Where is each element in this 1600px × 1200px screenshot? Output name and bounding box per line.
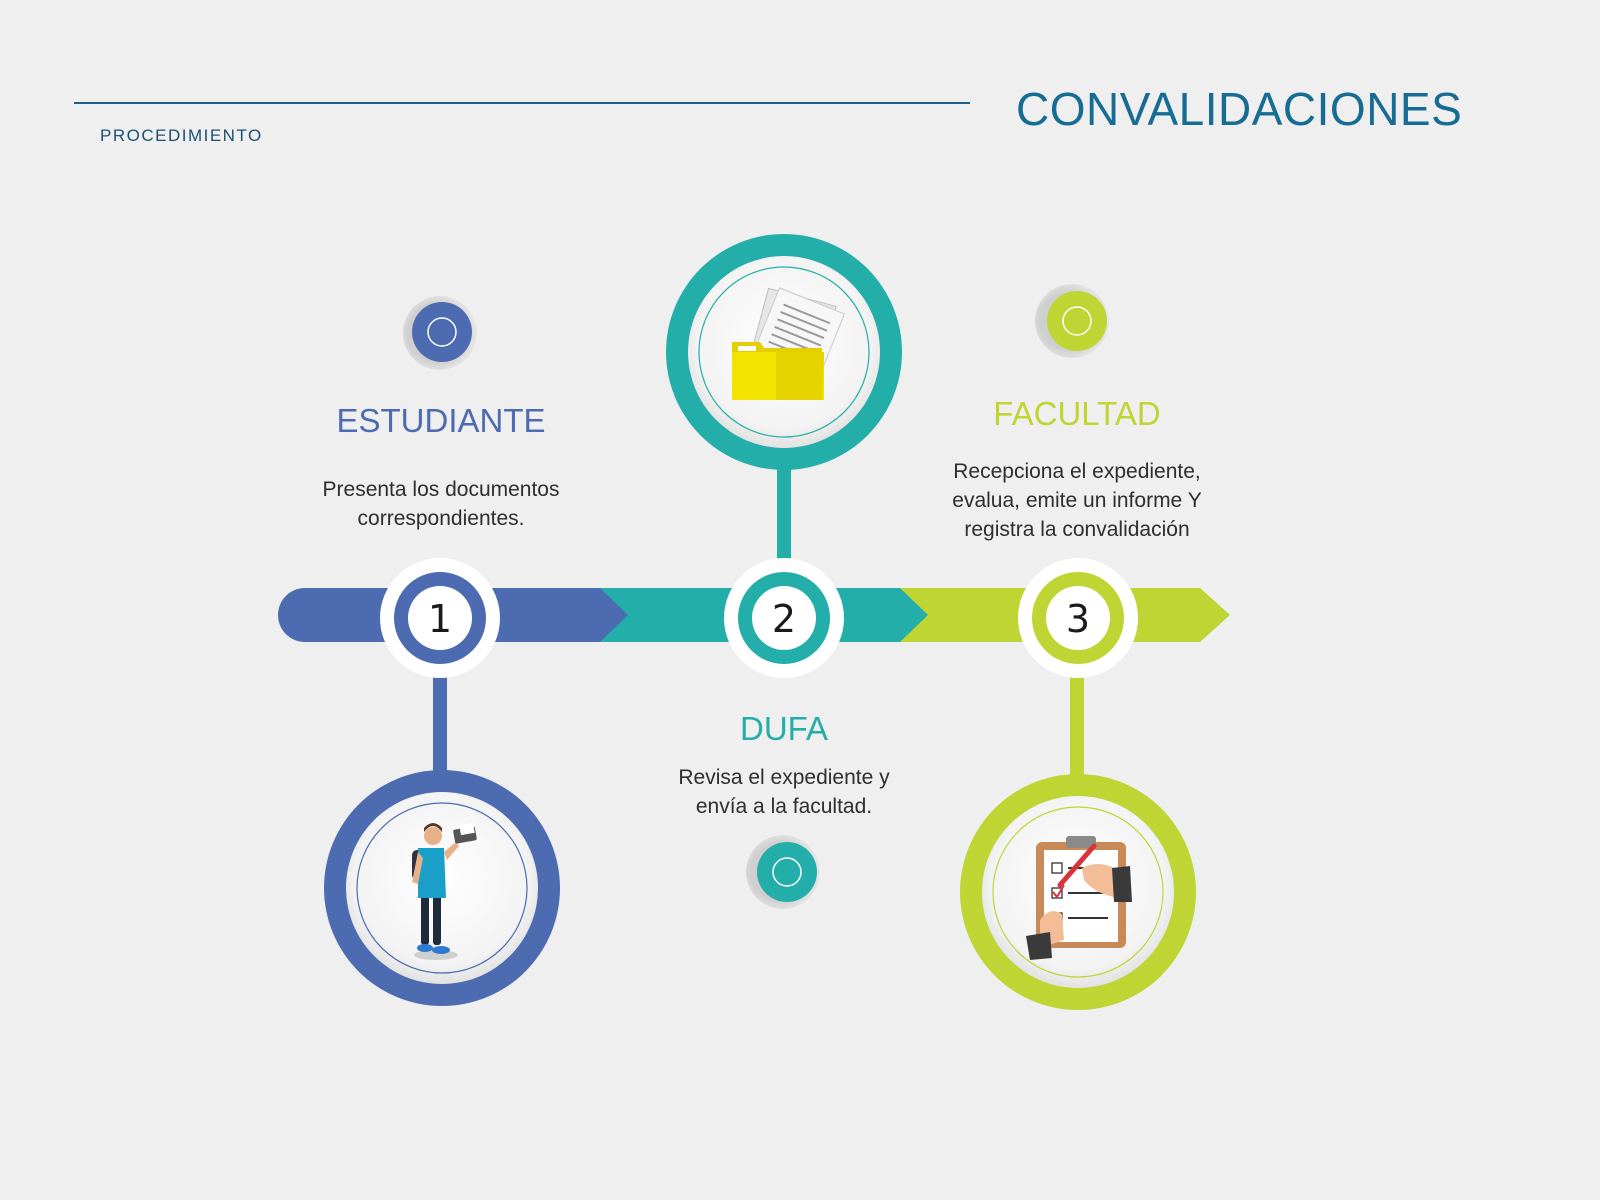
decor-dot-2 [746,835,820,909]
decor-dot-3 [1035,284,1109,358]
folder-icon [732,287,846,400]
step-title-1: ESTUDIANTE [336,402,546,439]
connector-stem-1 [433,676,447,776]
step-number-1: 1 [428,597,452,641]
step-description-2: Revisa el expediente y envía a la facult… [678,766,890,818]
student-icon [412,822,477,960]
connector-stem-3 [1070,676,1084,776]
step-description-3: Recepciona el expediente, evalua, emite … [952,460,1202,541]
step-badge-1: 1 [380,558,500,678]
header-divider [74,102,970,104]
step-badge-3: 3 [1018,558,1138,678]
step-icon-circle-2 [666,234,902,470]
step-title-2: DUFA [739,710,828,747]
step-title-3: FACULTAD [993,395,1161,432]
step-number-2: 2 [772,597,796,641]
clipboard-checklist-icon [1026,836,1132,960]
step-icon-circle-3 [960,774,1196,1010]
step-description-1: Presenta los documentos correspondientes… [322,478,560,530]
step-icon-circle-1 [324,770,560,1006]
decor-dot-1 [403,296,477,370]
page-title: CONVALIDACIONES [1016,83,1463,135]
step-number-3: 3 [1066,597,1090,641]
section-subtitle: PROCEDIMIENTO [100,126,263,145]
connector-stem-2 [777,466,791,566]
step-badge-2: 2 [724,558,844,678]
